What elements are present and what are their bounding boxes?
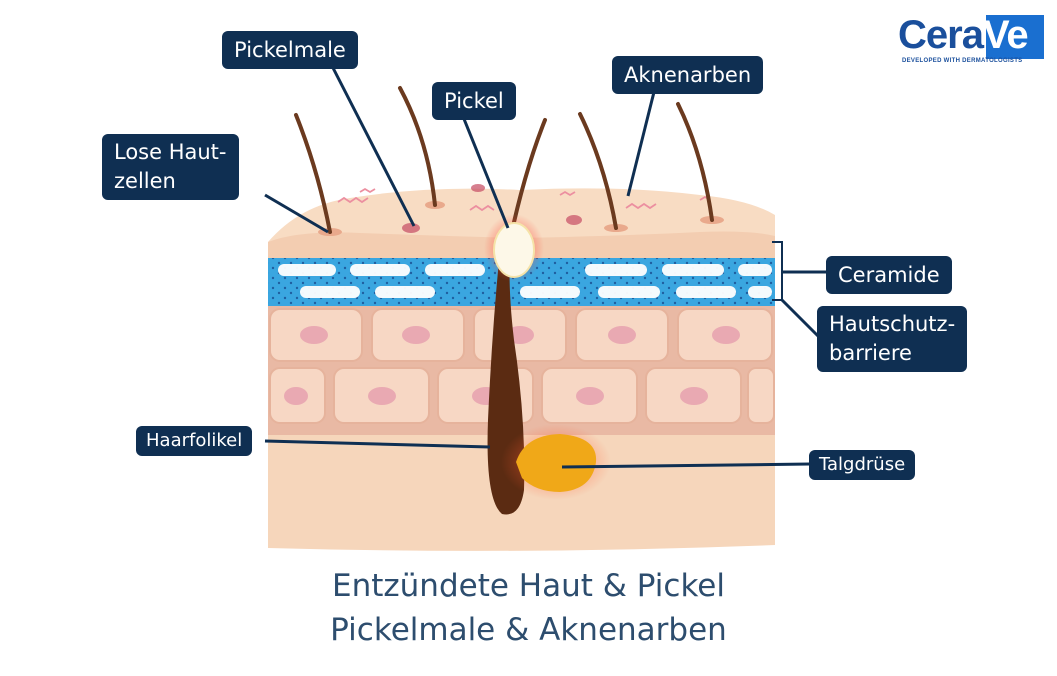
label-lose-hautzellen-line2: zellen — [114, 169, 176, 193]
label-lose-hautzellen: Lose Haut- zellen — [102, 134, 239, 200]
skin-cell-nuclei-row-2 — [284, 387, 708, 405]
logo-box — [986, 15, 1044, 59]
ceramide-lipids — [278, 264, 772, 298]
label-pickelmale: Pickelmale — [222, 31, 358, 69]
label-lose-hautzellen-line1: Lose Haut- — [114, 140, 227, 164]
hairs — [294, 86, 714, 234]
logo-wordmark-part2: Ve — [982, 13, 1029, 57]
loose-skin-cells — [337, 187, 711, 212]
connector-lines — [264, 61, 828, 469]
caption-line-1: Entzündete Haut & Pickel — [332, 568, 725, 604]
label-haarfolikel: Haarfolikel — [136, 426, 253, 456]
label-talgdruese: Talgdrüse — [809, 450, 916, 480]
label-hautschutzbarriere-line1: Hautschutz- — [829, 312, 956, 336]
logo-wordmark-part1: Cera — [898, 13, 984, 57]
cerave-logo: CeraVe DEVELOPED WITH DERMATOLOGISTS — [898, 12, 1048, 68]
label-ceramide: Ceramide — [826, 256, 952, 294]
caption-line-2: Pickelmale & Aknenarben — [330, 612, 727, 648]
skin-cell-nuclei-row-1 — [300, 326, 740, 344]
label-pickel: Pickel — [432, 82, 516, 120]
acne-marks — [402, 184, 582, 233]
label-hautschutzbarriere-line2: barriere — [829, 341, 912, 365]
logo-tagline: DEVELOPED WITH DERMATOLOGISTS — [902, 58, 1023, 64]
sebaceous-gland — [516, 434, 597, 492]
label-hautschutzbarriere: Hautschutz- barriere — [817, 306, 968, 372]
logo-wordmark: CeraVe — [898, 12, 1029, 58]
label-aknenarben: Aknenarben — [612, 56, 764, 94]
pimple — [493, 222, 535, 278]
